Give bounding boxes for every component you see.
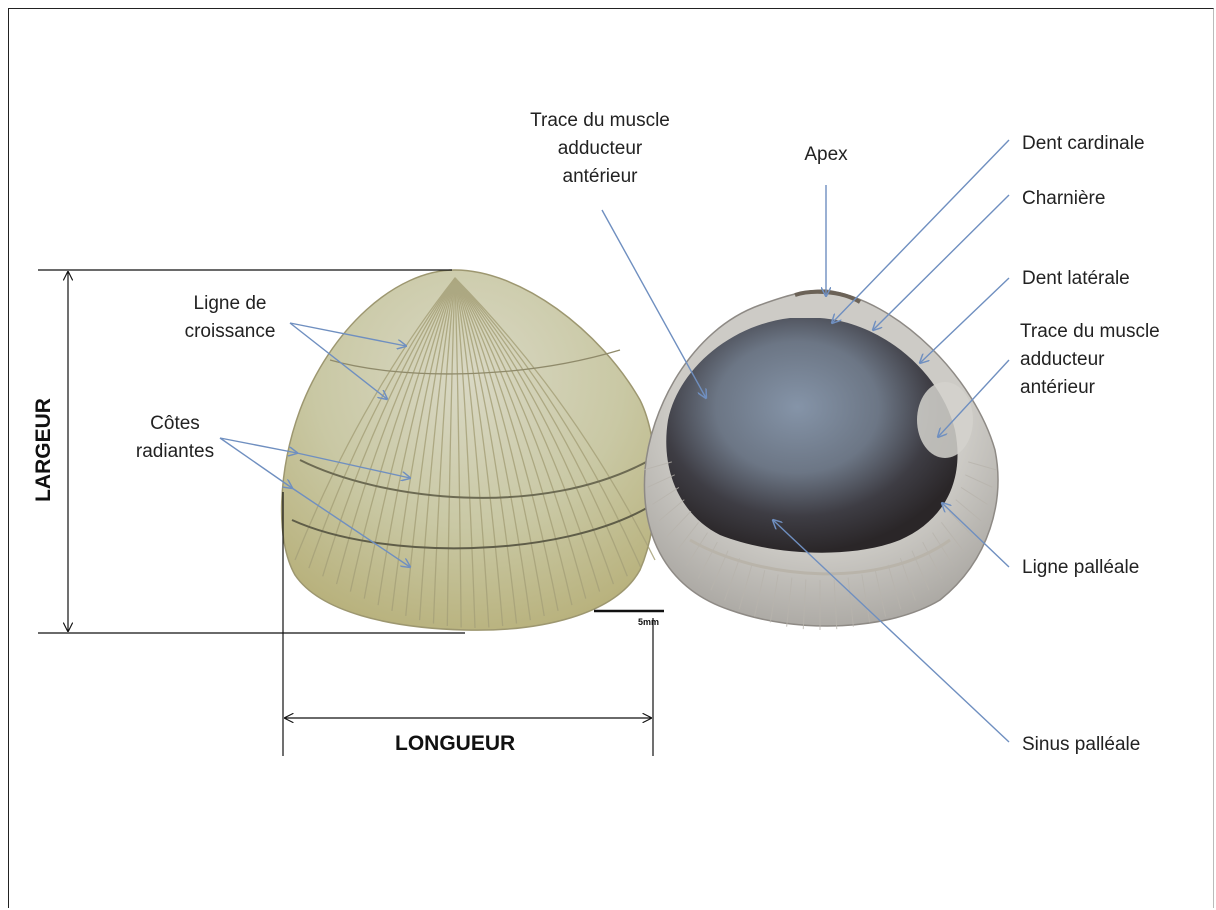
- shell-interior: [644, 290, 998, 630]
- label-dent-laterale: Dent latérale: [1022, 265, 1130, 293]
- label-ligne-palleale: Ligne palléale: [1022, 554, 1139, 582]
- label-charniere: Charnière: [1022, 185, 1105, 213]
- label-trace-muscle-top: Trace du muscle adducteur antérieur: [500, 107, 700, 191]
- scale-bar: 5mm: [594, 611, 664, 627]
- label-cotes-radiantes: Côtes radiantes: [120, 410, 230, 466]
- longueur-label: LONGUEUR: [395, 732, 515, 756]
- label-apex: Apex: [790, 141, 862, 169]
- label-dent-cardinale: Dent cardinale: [1022, 130, 1145, 158]
- scale-label: 5mm: [638, 617, 659, 627]
- label-ligne-croissance: Ligne de croissance: [170, 290, 290, 346]
- largeur-label: LARGEUR: [32, 390, 56, 510]
- label-trace-muscle-right: Trace du muscle adducteur antérieur: [1020, 318, 1160, 402]
- shell-exterior: [282, 270, 656, 630]
- label-sinus-palleale: Sinus palléale: [1022, 731, 1140, 759]
